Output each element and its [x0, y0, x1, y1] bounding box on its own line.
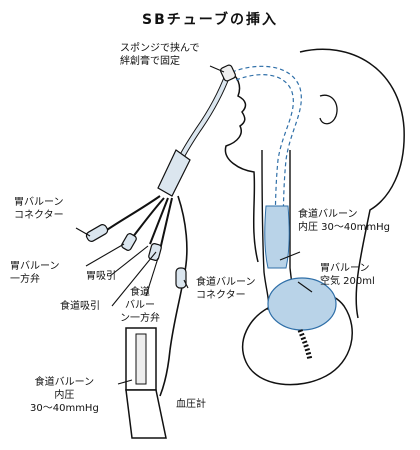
label-gastric-air: 胃バルーン 空気 200ml [320, 262, 375, 288]
branch-gastric-connector [103, 195, 161, 233]
branch-esoph-suction [159, 197, 173, 251]
ear [319, 94, 338, 125]
label-gastric-suction: 胃吸引 [86, 271, 116, 282]
branch-housing [157, 149, 191, 197]
esoph-valve [148, 243, 162, 261]
gastric-valve [121, 233, 137, 251]
sponge [219, 64, 237, 82]
manometer-tube [159, 349, 171, 397]
label-esoph-connector-line1: 食道バルーン [196, 277, 256, 288]
gastric-connector [85, 224, 109, 242]
label-gastric-connector-line1: 胃バルーン [14, 197, 64, 208]
manometer-base [125, 389, 167, 439]
label-esoph-suction: 食道吸引 [60, 301, 100, 312]
nasal-passage [231, 65, 302, 263]
branch-gastric-suction [149, 197, 169, 245]
label-esoph-valve-line2: バルー [125, 300, 155, 311]
label-manometer-pressure-line3: 30〜40mmHg [30, 403, 99, 414]
label-gastric-valve-line2: 一方弁 [10, 274, 40, 285]
label-sponge-line2: 絆創膏で固定 [120, 56, 180, 67]
esoph-connector [175, 267, 187, 289]
label-sponge-line1: スポンジで挟んで [120, 43, 200, 54]
label-manometer-pressure-line2: 内圧 [54, 390, 75, 401]
label-esoph-valve-line1: 食道 [130, 287, 150, 298]
label-manometer: 血圧計 [176, 399, 206, 410]
label-esoph-pressure-line1: 食道バルーン [298, 209, 358, 220]
label-esoph-valve-line3: ン一方弁 [120, 313, 160, 324]
label-gastric-connector-line2: コネクター [14, 210, 64, 221]
tube-tip [297, 329, 313, 361]
label-esoph-connector: 食道バルーン コネクター [196, 276, 256, 302]
head-profile [299, 48, 405, 319]
label-sponge: スポンジで挟んで 絆創膏で固定 [120, 42, 200, 68]
label-esoph-connector-line2: コネクター [196, 290, 246, 301]
label-gastric-connector: 胃バルーン コネクター [14, 196, 64, 222]
esophageal-balloon [264, 205, 290, 269]
label-esoph-pressure-line2: 内圧 30〜40mmHg [298, 222, 390, 233]
label-gastric-valve-line1: 胃バルーン [10, 261, 60, 272]
page-title: SBチューブの挿入 [142, 12, 278, 28]
label-manometer-pressure: 食道バルーン 内圧 30〜40mmHg [30, 376, 99, 415]
label-gastric-valve: 胃バルーン 一方弁 [10, 260, 60, 286]
label-gastric-air-line2: 空気 200ml [320, 276, 375, 287]
label-manometer-pressure-line1: 食道バルーン [34, 377, 95, 388]
main-tube-fill [178, 73, 230, 161]
leader-lines [75, 65, 313, 385]
label-gastric-air-line1: 胃バルーン [320, 263, 370, 274]
manometer-scale [135, 333, 147, 385]
label-esoph-pressure: 食道バルーン 内圧 30〜40mmHg [298, 208, 390, 234]
face-profile [224, 69, 259, 263]
label-esoph-valve: 食道 バルー ン一方弁 [120, 286, 160, 325]
